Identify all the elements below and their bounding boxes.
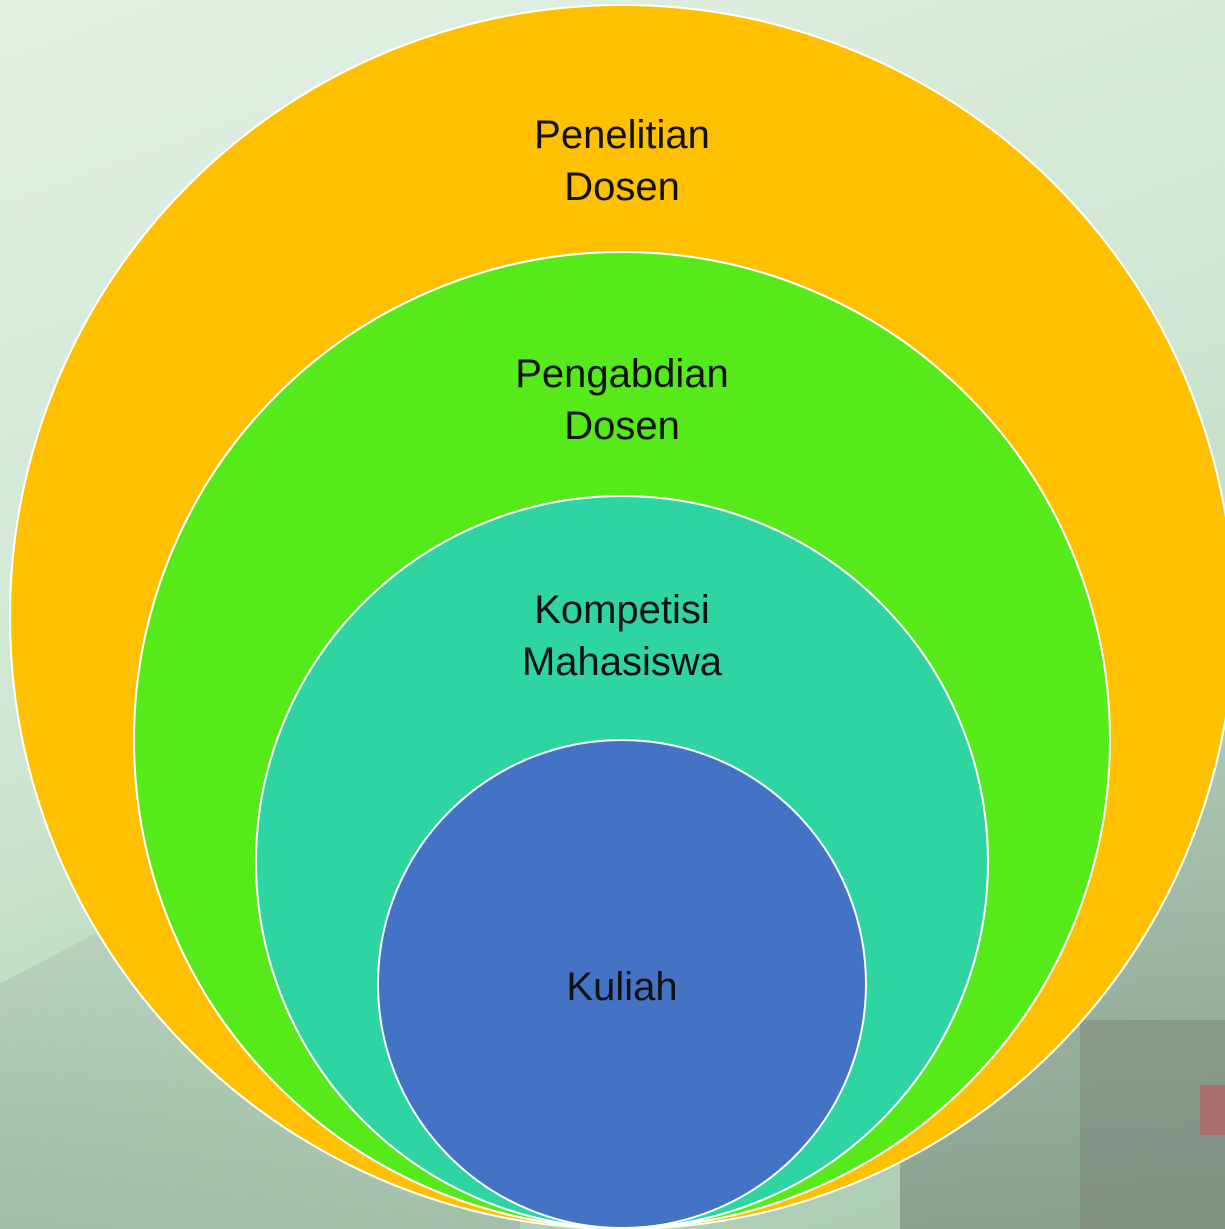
ring-label-line1: Kuliah: [566, 965, 677, 1009]
ring-label-line2: Dosen: [564, 165, 680, 209]
ring-label-line2: Mahasiswa: [522, 640, 723, 684]
ring-label-line1: Penelitian: [534, 113, 710, 157]
ring-label-line2: Dosen: [564, 404, 680, 448]
ring-label-line1: Kompetisi: [534, 588, 710, 632]
ring-kuliah: [377, 739, 867, 1229]
ring-label-line1: Pengabdian: [515, 352, 729, 396]
